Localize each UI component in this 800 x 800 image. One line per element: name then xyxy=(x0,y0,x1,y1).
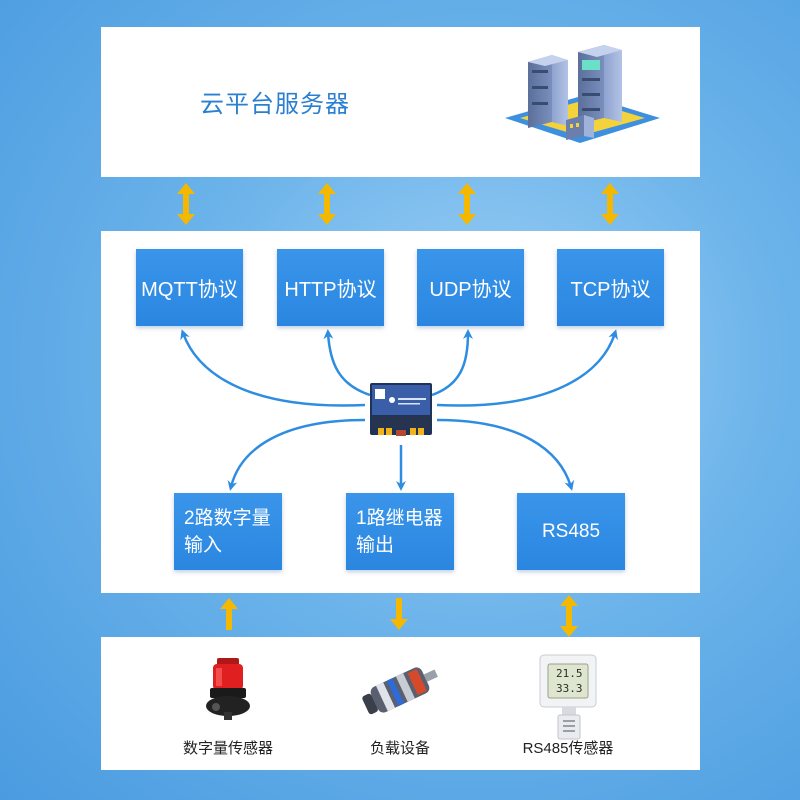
cloud-platform-panel xyxy=(101,27,700,177)
rs485-box: RS485 xyxy=(517,493,625,570)
relay-output-box: 1路继电器 输出 xyxy=(346,493,454,570)
digital-sensor-label: 数字量传感器 xyxy=(182,740,273,757)
mqtt-protocol-box: MQTT协议 xyxy=(136,249,243,326)
udp-protocol-box: UDP协议 xyxy=(417,249,524,326)
digital-input-line1: 2路数字量 xyxy=(184,508,271,529)
digital-input-box: 2路数字量 输入 xyxy=(174,493,282,570)
http-protocol-box: HTTP协议 xyxy=(277,249,384,326)
double-arrow-icon xyxy=(177,183,195,225)
digital-input-line2: 输入 xyxy=(184,535,223,556)
up-arrow-icon xyxy=(220,598,238,630)
double-arrow-icon xyxy=(318,183,336,225)
relay-output-line1: 1路继电器 xyxy=(356,508,443,529)
double-arrow-icon xyxy=(560,595,578,637)
rs485-sensor-label: RS485传感器 xyxy=(522,740,614,757)
cloud-platform-title: 云平台服务器 xyxy=(200,91,350,118)
double-arrow-icon xyxy=(601,183,619,225)
sensor-reading-line1: 21.5 xyxy=(556,667,583,680)
sensor-reading-line2: 33.3 xyxy=(556,682,583,695)
relay-output-line2: 输出 xyxy=(356,535,395,556)
down-arrow-icon xyxy=(390,598,408,630)
tcp-protocol-box: TCP协议 xyxy=(557,249,664,326)
double-arrow-icon xyxy=(458,183,476,225)
load-device-label: 负载设备 xyxy=(369,740,430,757)
